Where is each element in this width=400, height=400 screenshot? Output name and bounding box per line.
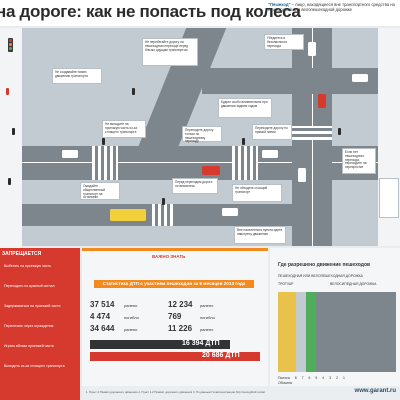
- car-icon: [352, 74, 368, 82]
- tip-bubble: Переходите дорогу по прямой линии: [252, 124, 292, 140]
- total-number: 16 394 ДТП: [182, 340, 220, 347]
- stat-number: 37 514: [90, 300, 115, 309]
- total-number: 20 686 ДТП: [202, 352, 240, 359]
- tip-bubble: Не обходите стоящий транспорт: [232, 184, 282, 202]
- page-title: на дороге: как не попасть под колеса: [0, 2, 301, 21]
- car-icon: [202, 166, 220, 175]
- car-icon: [308, 42, 316, 56]
- footer: 1. Пункт 4 Правил дорожного движения 2. …: [82, 386, 400, 400]
- legend-item: ПЕШЕХОДНАЯ ИЛИ ВЕЛОПЕШЕХОДНАЯ ДОРОЖКА: [278, 274, 363, 278]
- pedestrian-path: [278, 292, 296, 372]
- prohibitions-panel: ЗАПРЕЩАЕТСЯ Выбегать на проезжую часть П…: [0, 248, 80, 400]
- definition-text: – лицо, находящееся вне транспортного ср…: [268, 2, 395, 12]
- right-sidebar: [378, 28, 400, 246]
- lane-number: 3: [329, 376, 332, 380]
- stat-number: 769: [168, 312, 182, 321]
- traffic-light-icon: [8, 38, 13, 52]
- lane-number: 1: [342, 376, 345, 380]
- lane-number: 4: [322, 376, 325, 380]
- stats-heading: ВАЖНО ЗНАТЬ: [152, 254, 186, 259]
- car-icon: [222, 208, 238, 216]
- road-scene: Не перебегайте дорогу на пешеходном пере…: [22, 28, 378, 246]
- tip-bubble: Вне населенного пункта идите навстречу д…: [234, 226, 286, 244]
- stat-label: погибло: [200, 315, 215, 320]
- tip-bubble: Не перебегайте дорогу на пешеходном пере…: [142, 38, 198, 66]
- bus-icon: [110, 209, 146, 221]
- total-bar: [90, 340, 230, 349]
- stat-label: погибло: [124, 315, 139, 320]
- prohibitions-heading: ЗАПРЕЩАЕТСЯ: [2, 251, 42, 257]
- crosswalk: [232, 146, 258, 180]
- lane-marking: [22, 162, 378, 163]
- tip-bubble: Перед переходом дороги остановитесь: [172, 178, 218, 194]
- pedestrian-icon: [6, 88, 9, 95]
- stat-number: 4 474: [90, 312, 111, 321]
- header: на дороге: как не попасть под колеса: [0, 0, 400, 26]
- tip-bubble: [379, 178, 399, 218]
- stat-label: ранено: [200, 327, 214, 332]
- legend-item: ТРОТУАР: [278, 282, 294, 286]
- pedestrian-icon: [102, 138, 105, 145]
- sidewalk-strip: [296, 292, 306, 372]
- legend-item: ВЕЛОСИПЕДНАЯ ДОРОЖКА: [330, 282, 377, 286]
- prohibition-item: Задерживаться на проезжей части: [4, 304, 61, 308]
- footer-note: 1. Пункт 4 Правил дорожного движения 2. …: [86, 390, 265, 394]
- accent-bar: [82, 248, 268, 251]
- car-icon: [262, 150, 278, 158]
- tip-bubble: Будьте особо внимательны при движении за…: [218, 98, 272, 118]
- tip-bubble: Не создавайте помех движению транспорта: [52, 68, 102, 84]
- car-icon: [298, 168, 306, 182]
- upper-road: [202, 68, 378, 94]
- road-diagram: [278, 292, 396, 372]
- lane-number: 6: [308, 376, 311, 380]
- crosswalk: [92, 146, 118, 180]
- definition-term: "Пешеход": [268, 2, 291, 7]
- bike-lane: [306, 292, 316, 372]
- total-bar: [90, 352, 260, 361]
- stat-number: 11 226: [168, 324, 193, 333]
- prohibition-item: Играть вблизи проезжей части: [4, 344, 54, 348]
- tip-bubble: Убедитесь в безопасности перехода: [264, 34, 304, 50]
- pedestrian-icon: [12, 128, 15, 135]
- crosswalk: [152, 204, 176, 226]
- tip-bubble: Ожидайте общественный транспорт на остан…: [80, 182, 120, 200]
- pedestrian-icon: [8, 178, 11, 185]
- crosswalk: [292, 126, 332, 140]
- statistics-panel: ВАЖНО ЗНАТЬ Статистика ДТП с участием пе…: [82, 248, 268, 400]
- lane-number: 8: [294, 376, 297, 380]
- prohibition-item: Выбегать на проезжую часть: [4, 264, 52, 268]
- pedestrian-zones-panel: Где разрешено движение пешеходов ПЕШЕХОД…: [270, 248, 400, 400]
- tip-bubble: Переходите дорогу только по пешеходному …: [182, 126, 222, 143]
- stats-title: Статистика ДТП с участием пешеходов за 9…: [94, 280, 254, 288]
- stat-label: ранено: [124, 303, 138, 308]
- stat-number: 34 644: [90, 324, 115, 333]
- pedestrian-icon: [132, 88, 135, 95]
- pedestrian-definition: "Пешеход" – лицо, находящееся вне трансп…: [268, 2, 400, 12]
- tip-bubble: Не выходите на проезжую часть из-за стоя…: [102, 120, 146, 138]
- pedestrian-icon: [338, 128, 341, 135]
- stat-number: 12 234: [168, 300, 193, 309]
- site-link[interactable]: www.garant.ru: [354, 388, 396, 394]
- prohibition-item: Выходить из-за стоящего транспорта: [4, 364, 65, 368]
- lane-number: 2: [336, 376, 338, 380]
- lane-row-label: Обочина: [278, 381, 292, 385]
- prohibition-item: Перелезать через ограждения: [4, 324, 54, 328]
- pedestrian-icon: [242, 138, 245, 145]
- zones-heading: Где разрешено движение пешеходов: [278, 262, 371, 268]
- car-icon: [62, 150, 78, 158]
- lane-number: 7: [301, 376, 304, 380]
- lane-numbers: Полоса 8 7 6 5 4 3 2 1: [278, 376, 396, 380]
- lane-number: 5: [315, 376, 318, 380]
- car-icon: [318, 94, 326, 108]
- prohibition-item: Переходить на красный сигнал: [4, 284, 55, 288]
- stat-label: ранено: [200, 303, 214, 308]
- lane-row-label: Полоса: [278, 376, 290, 380]
- pedestrian-icon: [162, 198, 165, 205]
- tip-bubble: Если нет пешеходного перехода, переходит…: [342, 148, 376, 174]
- stat-label: ранено: [124, 327, 138, 332]
